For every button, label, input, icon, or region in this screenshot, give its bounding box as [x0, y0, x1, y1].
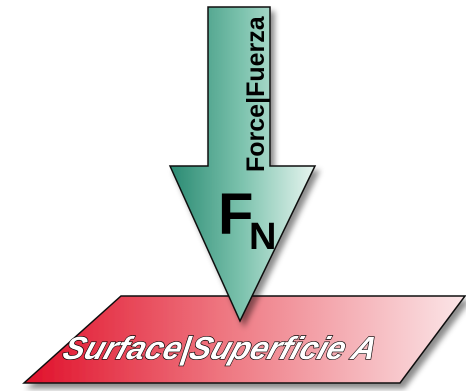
- surface-plane: [22, 295, 466, 384]
- force-label: Force|Fuerza: [242, 15, 270, 172]
- force-arrow: [168, 6, 317, 323]
- normal-force-symbol: F: [218, 182, 253, 247]
- surface-label: Surface|Superficie A: [59, 330, 383, 366]
- normal-force-subscript: N: [249, 216, 276, 258]
